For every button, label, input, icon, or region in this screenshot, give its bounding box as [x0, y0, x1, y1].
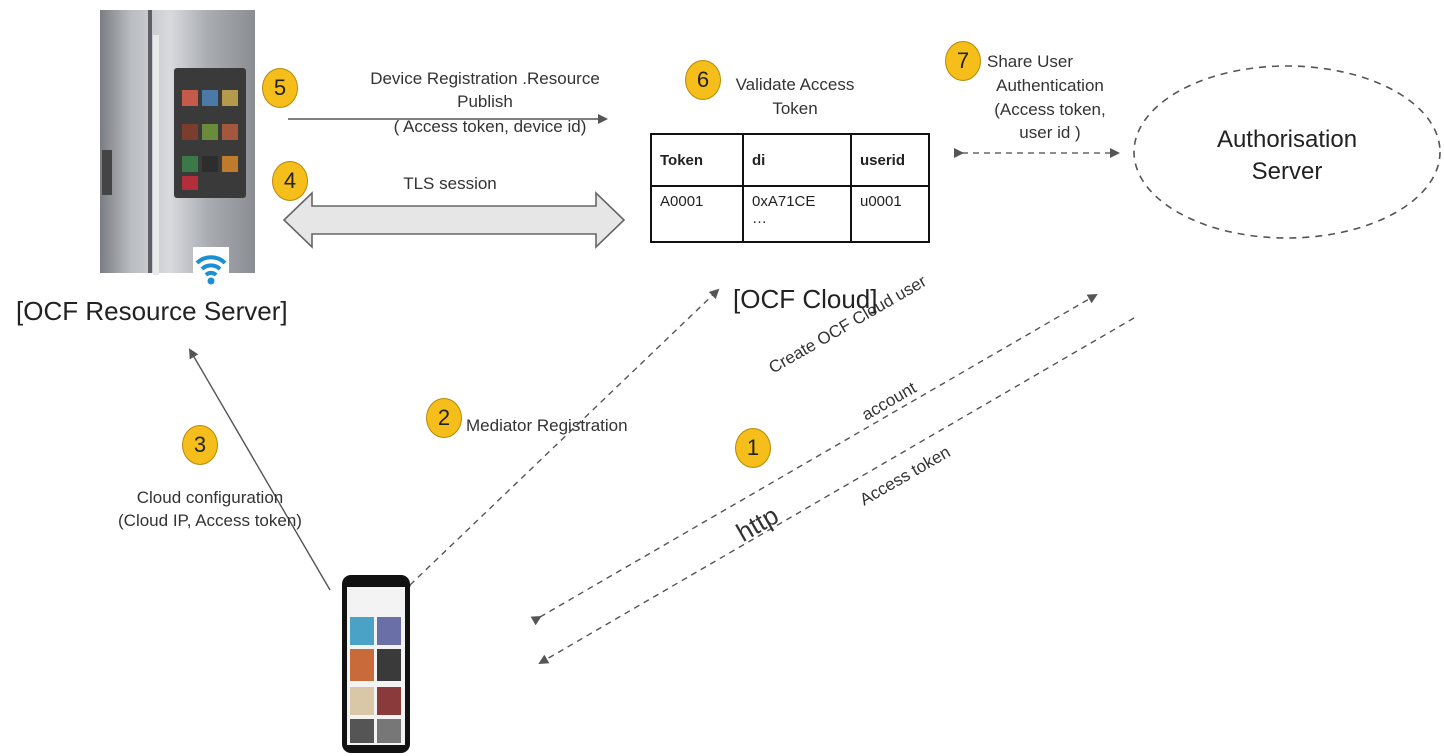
access-token-arrow — [538, 317, 1135, 665]
di-value: 0xA71CE — [752, 193, 816, 210]
cloud-configuration-label: Cloud configuration — [136, 488, 284, 507]
fridge-screen — [174, 68, 246, 198]
validate-token-label-2: Token — [772, 99, 818, 118]
ocf-resource-server-label: [OCF Resource Server] — [16, 296, 288, 326]
step-1-badge: 1 — [735, 428, 771, 468]
di-cell: 0xA71CE … — [742, 185, 852, 243]
mediator-registration-label: Mediator Registration — [466, 416, 628, 435]
mediator-registration-arrow — [400, 288, 720, 595]
table-row: A0001 0xA71CE … u0001 — [650, 185, 930, 243]
token-header: Token — [650, 133, 744, 187]
cloud-configuration-label-2: (Cloud IP, Access token) — [118, 511, 302, 530]
share-auth-label-2: Authentication — [996, 76, 1104, 95]
authorisation-server-label: Authorisation — [1216, 126, 1358, 153]
di-header: di — [742, 133, 852, 187]
step-2-badge: 2 — [426, 398, 462, 438]
share-auth-label-3: (Access token, — [994, 100, 1106, 119]
di-more: … — [752, 210, 767, 227]
token-table: Token di userid A0001 0xA71CE … u0001 — [650, 133, 930, 243]
device-registration-label-2: Publish — [457, 92, 513, 111]
smartphone-image — [342, 575, 410, 753]
step-6-badge: 6 — [685, 60, 721, 100]
step-4-badge: 4 — [272, 161, 308, 201]
token-table-header-row: Token di userid — [650, 133, 930, 187]
userid-header: userid — [850, 133, 930, 187]
share-auth-label-4: user id ) — [1019, 123, 1081, 142]
create-account-arrow — [530, 293, 1098, 626]
wifi-icon — [193, 247, 229, 289]
device-registration-label-3: ( Access token, device id) — [393, 117, 587, 136]
cloud-configuration-arrow — [188, 348, 331, 591]
userid-cell: u0001 — [850, 185, 930, 243]
tls-session-arrow — [282, 191, 626, 249]
token-cell: A0001 — [650, 185, 744, 243]
share-auth-label: Share User — [987, 52, 1073, 71]
authorisation-server-ellipse — [1133, 65, 1441, 239]
device-registration-label: Device Registration .Resource — [370, 69, 600, 88]
tls-session-label: TLS session — [403, 174, 497, 193]
authorisation-server-label-2: Server — [1251, 158, 1323, 185]
validate-token-label: Validate Access — [735, 75, 855, 94]
ocf-cloud-label: [OCF Cloud] — [733, 284, 878, 314]
step-5-badge: 5 — [262, 68, 298, 108]
step-3-badge: 3 — [182, 425, 218, 465]
step-7-badge: 7 — [945, 41, 981, 81]
